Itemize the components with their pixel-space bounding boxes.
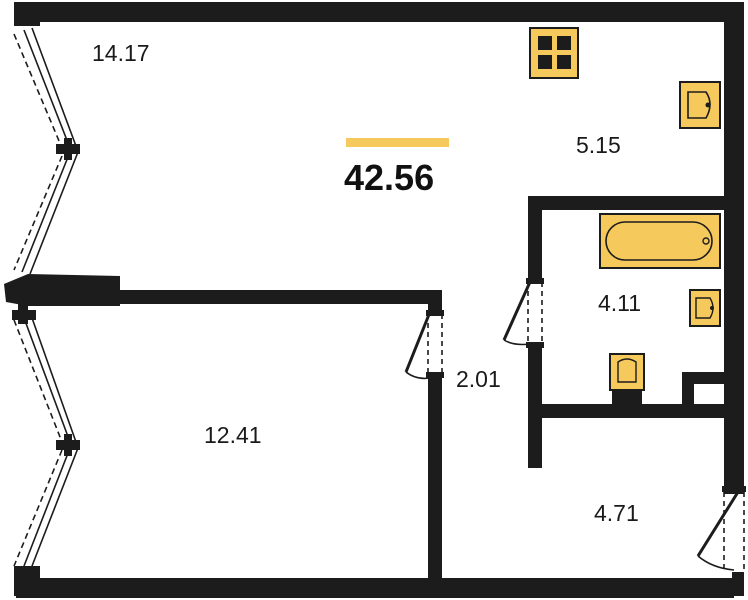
wall-top — [14, 2, 736, 22]
wall-pillar — [4, 274, 120, 306]
wall-bedroom-right — [428, 374, 442, 584]
stove-icon — [529, 27, 579, 79]
window-mullions — [12, 138, 80, 456]
total-area-value: 42.56 — [344, 157, 435, 198]
room-area-living: 14.17 — [92, 40, 150, 66]
wall-shaft-left — [682, 372, 694, 412]
wall-bath-left-upper — [528, 196, 542, 280]
wall-bath-bottom — [528, 404, 738, 418]
room-area-hall: 4.71 — [594, 500, 639, 526]
window-post-bottom — [14, 566, 40, 596]
washbasin-icon — [689, 289, 721, 327]
room-area-bedroom: 12.41 — [204, 422, 262, 448]
wall-right-bottom — [732, 572, 744, 596]
total-area-accent-bar — [346, 138, 449, 147]
window-icon — [13, 27, 79, 567]
wall-right — [724, 2, 744, 494]
wall-bottom — [16, 578, 734, 598]
wall-shaft-top — [682, 372, 738, 384]
wall-bedroom-top — [118, 290, 440, 304]
room-area-bathroom: 4.11 — [598, 290, 642, 316]
walls — [4, 2, 744, 598]
wall-bath-top — [528, 196, 738, 210]
room-area-corridor: 2.01 — [456, 366, 501, 392]
bathtub-icon — [599, 213, 721, 269]
kitchen-sink-icon — [679, 81, 721, 129]
wall-bedroom-upper-right — [428, 290, 442, 312]
toilet-icon — [609, 353, 645, 404]
window-post-top — [14, 2, 40, 26]
room-area-kitchen: 5.15 — [576, 132, 621, 158]
door-jambs — [426, 278, 746, 492]
door-icon — [404, 281, 745, 572]
